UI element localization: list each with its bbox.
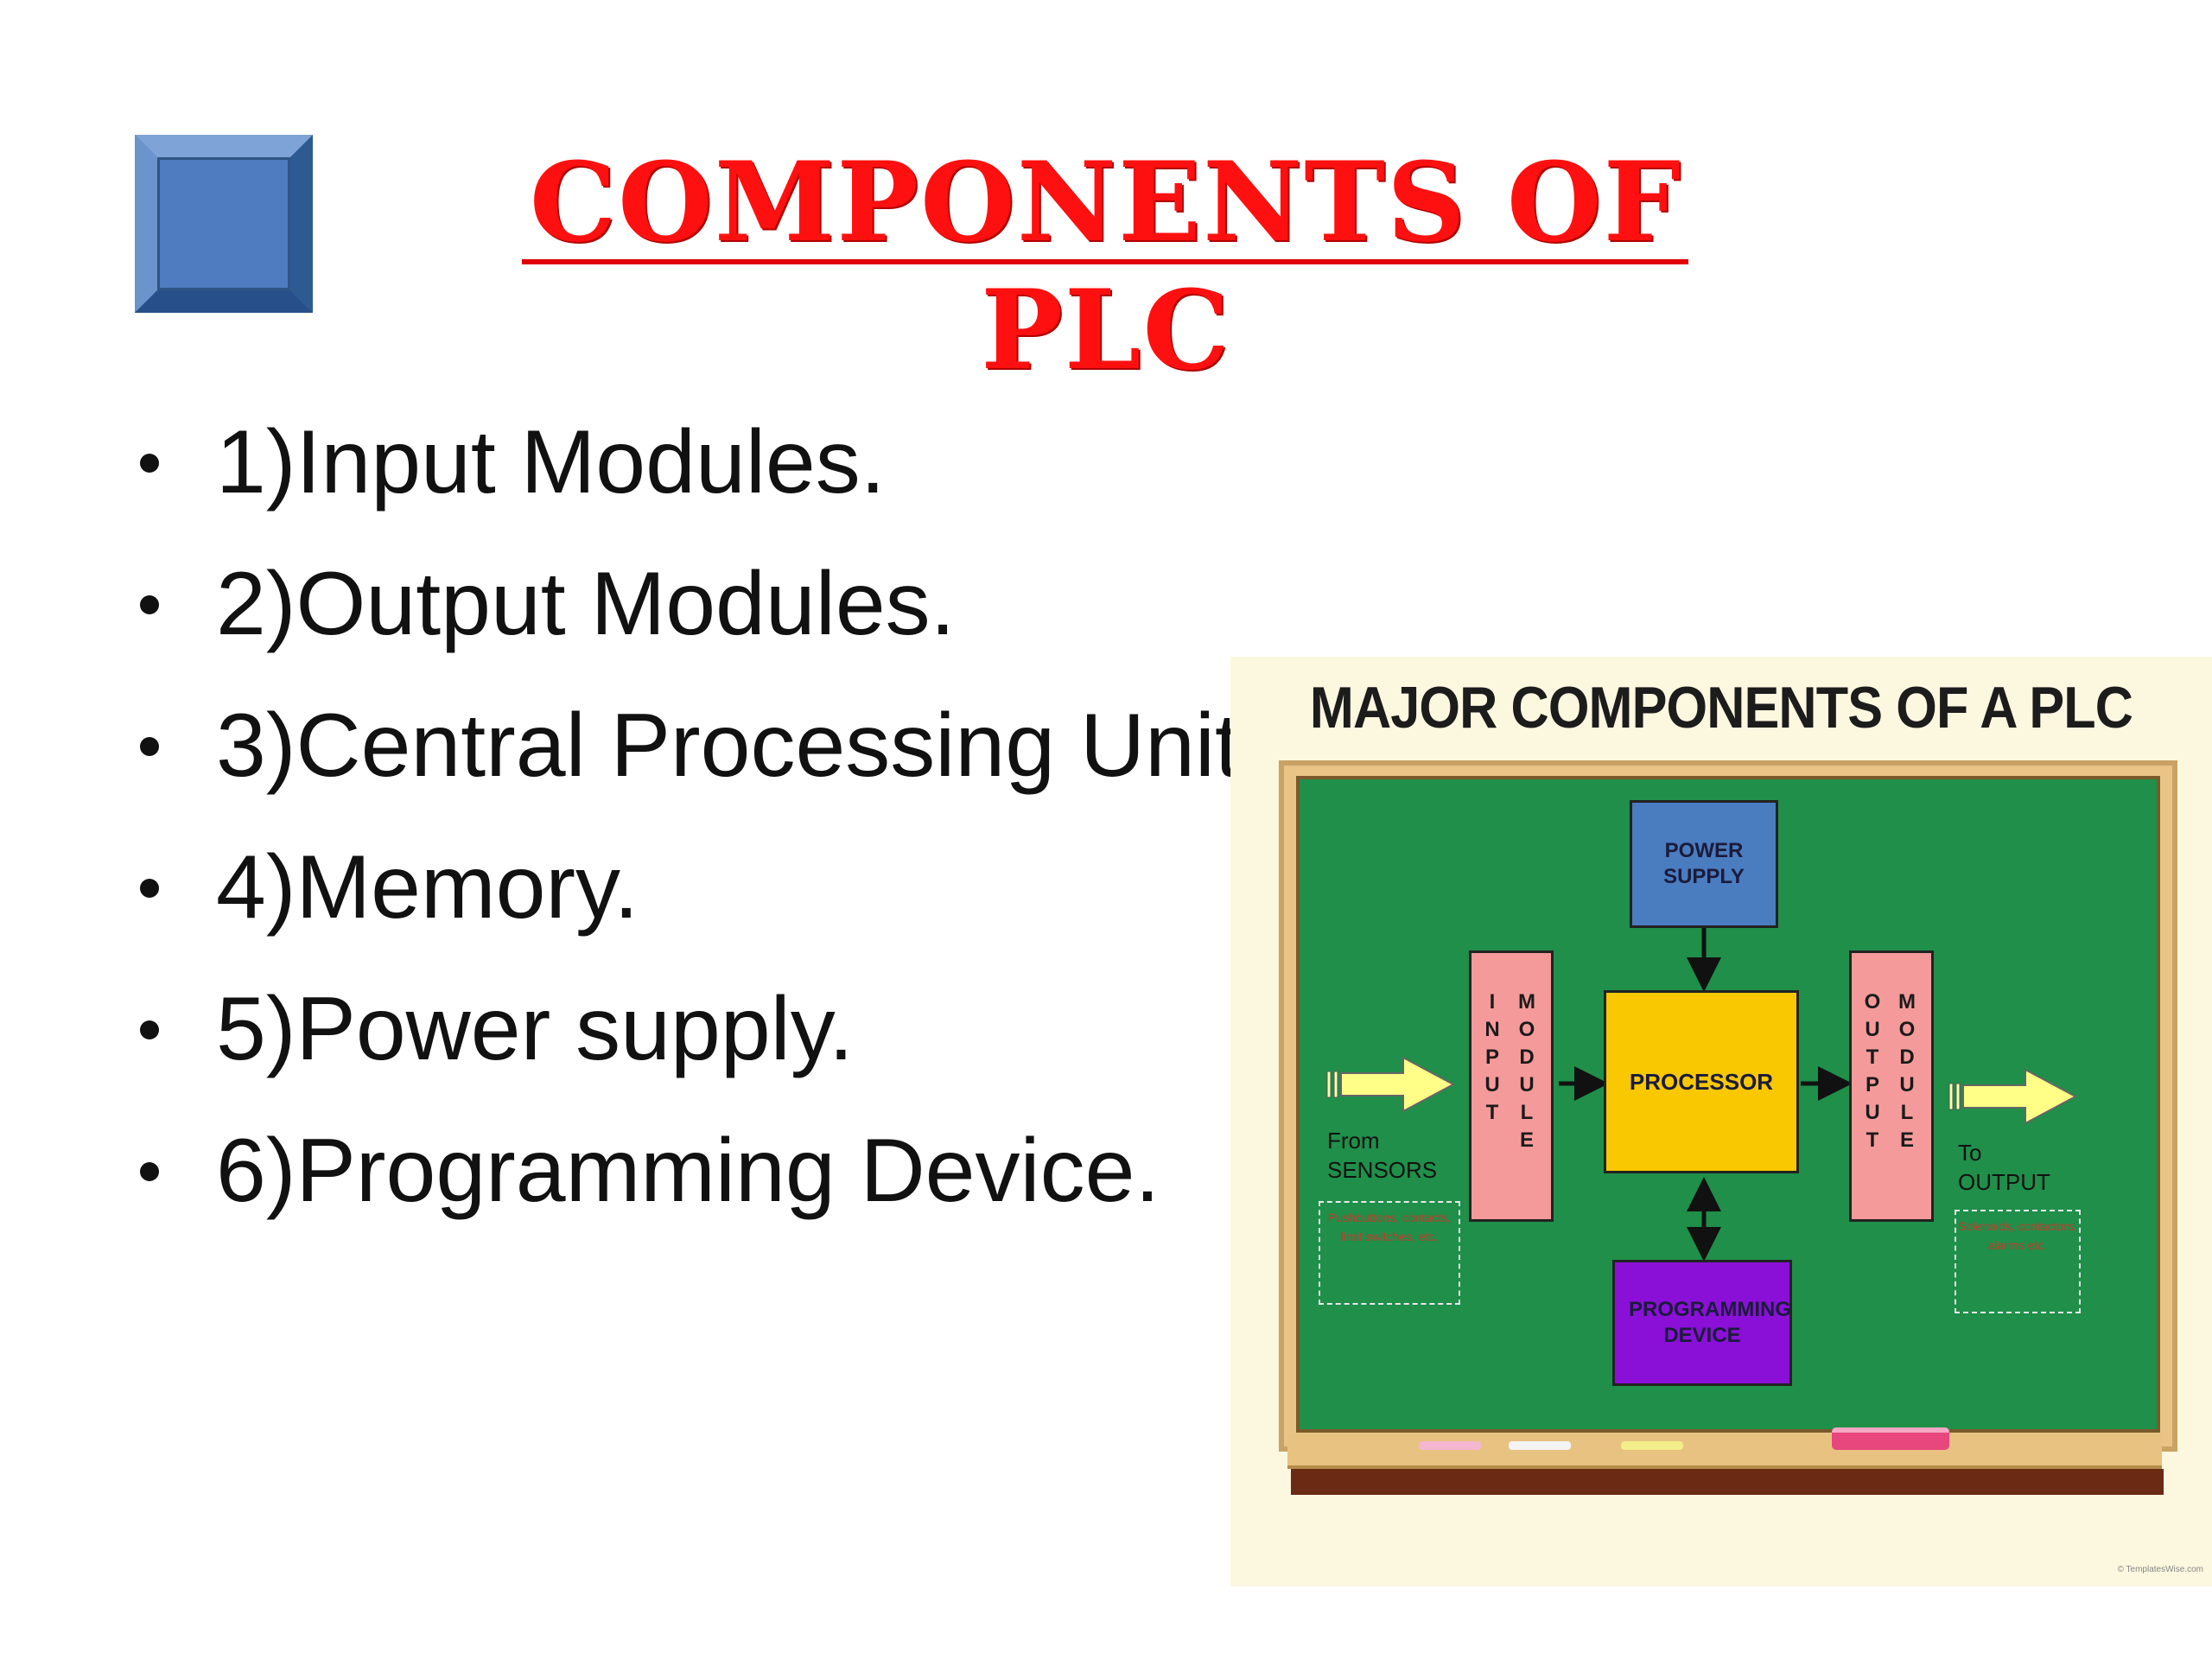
output-module-box: [1849, 950, 1934, 1222]
bullet-icon: [140, 454, 159, 473]
power-supply-box: POWER SUPPLY: [1630, 800, 1778, 928]
title-underline: [522, 259, 1688, 264]
input-module-label-col2: MODULE: [1518, 990, 1535, 1152]
bullet-icon: [140, 1162, 159, 1181]
chalk-ledge: [1287, 1434, 2162, 1469]
list-item-text: 4)Memory.: [216, 837, 639, 938]
to-label: To: [1958, 1140, 1982, 1166]
processor-label: PROCESSOR: [1629, 1068, 1774, 1095]
output-module-label-col1: OUTPUT: [1864, 990, 1881, 1152]
input-arrow-icon: [1326, 1056, 1456, 1113]
eraser: [1832, 1427, 1949, 1450]
list-item: 4)Memory.: [130, 831, 1240, 973]
processor-box: PROCESSOR: [1604, 990, 1799, 1173]
component-list: 1)Input Modules. 2)Output Modules. 3)Cen…: [130, 406, 1240, 1256]
programming-device-box: PROGRAMMING DEVICE: [1612, 1260, 1792, 1386]
list-item: 3)Central Processing Unit: [130, 690, 1240, 831]
list-item-text: 3)Central Processing Unit: [216, 696, 1240, 796]
list-item: 6)Programming Device.: [130, 1115, 1240, 1256]
input-module-label-col1: INPUT: [1484, 990, 1500, 1124]
list-item: 2)Output Modules.: [130, 548, 1240, 690]
bullet-icon: [140, 879, 159, 898]
bullet-icon: [140, 1020, 159, 1039]
list-item: 5)Power supply.: [130, 973, 1240, 1115]
bullet-icon: [140, 595, 159, 614]
page-title: COMPONENTS OF PLC: [529, 138, 1683, 394]
output-arrow-icon: [1948, 1068, 2078, 1125]
sensors-examples: Pushbuttons, contacts, limit switches, e…: [1319, 1201, 1460, 1305]
output-label: OUTPUT: [1958, 1169, 2050, 1195]
chalk-yellow: [1621, 1441, 1683, 1450]
diagram-title: MAJOR COMPONENTS OF A PLC: [1309, 675, 2133, 741]
power-supply-label: POWER SUPPLY: [1663, 839, 1745, 888]
list-item-text: 2)Output Modules.: [216, 554, 956, 654]
bullet-icon: [140, 737, 159, 756]
output-examples: Solenoids, contactors, alarms etc.: [1955, 1210, 2081, 1313]
plc-diagram-image: MAJOR COMPONENTS OF A PLC: [1230, 657, 2212, 1586]
ledge-shadow: [1291, 1469, 2164, 1495]
list-item-text: 6)Programming Device.: [216, 1121, 1160, 1221]
input-module-box: [1469, 950, 1554, 1222]
chalk-pink: [1419, 1441, 1481, 1450]
programming-device-label: PROGRAMMING DEVICE: [1629, 1298, 1791, 1347]
sensors-label: SENSORS: [1327, 1157, 1438, 1183]
chalk-white: [1509, 1441, 1571, 1450]
list-item: 1)Input Modules.: [130, 406, 1240, 548]
list-item-text: 1)Input Modules.: [216, 412, 886, 512]
image-credit: © TemplatesWise.com: [2117, 1565, 2203, 1574]
list-item-text: 5)Power supply.: [216, 979, 854, 1079]
bevel-square-icon: [135, 135, 313, 313]
from-label: From: [1327, 1128, 1380, 1154]
output-module-label-col2: MODULE: [1898, 990, 1916, 1152]
diagram-connectors: [1326, 925, 2078, 1262]
